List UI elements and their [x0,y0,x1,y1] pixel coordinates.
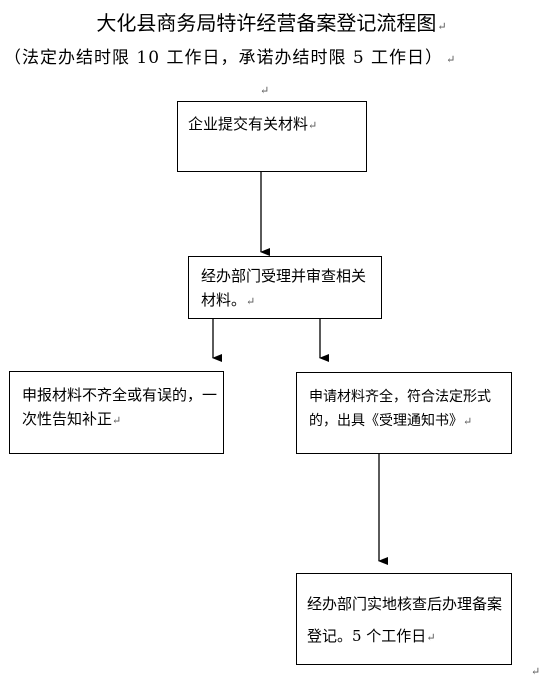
paragraph-mark-icon: ↵ [463,415,473,428]
step-site-verification-filing: 经办部门实地核查后办理备案登记。5 个工作日↵ [296,573,512,665]
paragraph-mark-icon: ↵ [308,119,318,132]
step-text: 经办部门实地核查后办理备案登记。5 个工作日 [307,595,503,645]
step-text: 申请材料齐全，符合法定形式的，出具《受理通知书》 [309,389,491,429]
paragraph-mark-icon: ↵ [426,631,436,644]
paragraph-mark-icon: ↵ [437,20,447,33]
paragraph-mark-icon: ↵ [531,665,541,678]
paragraph-mark-icon: ↵ [446,53,457,66]
step-text: 申报材料不齐全或有误的，一次性告知补正 [22,386,218,428]
step-text: 经办部门受理并审查相关材料。 [201,267,367,309]
paragraph-mark-icon: ↵ [260,84,270,97]
paragraph-mark-icon: ↵ [246,295,256,308]
step-submit-materials: 企业提交有关材料↵ [177,101,367,172]
page-title: 大化县商务局特许经营备案登记流程图↵ [0,10,543,40]
step-accept-and-review: 经办部门受理并审查相关材料。↵ [188,256,382,319]
paragraph-mark-icon: ↵ [112,414,122,427]
title-text: 大化县商务局特许经营备案登记流程图 [96,11,437,35]
subtitle-text: （法定办结时限 10 工作日，承诺办结时限 5 工作日） [4,48,444,68]
step-text: 企业提交有关材料 [188,115,309,133]
step-incomplete-notify: 申报材料不齐全或有误的，一次性告知补正↵ [9,371,224,454]
step-complete-issue-notice: 申请材料齐全，符合法定形式的，出具《受理通知书》↵ [296,372,512,454]
page-subtitle: （法定办结时限 10 工作日，承诺办结时限 5 工作日）↵ [4,46,456,72]
